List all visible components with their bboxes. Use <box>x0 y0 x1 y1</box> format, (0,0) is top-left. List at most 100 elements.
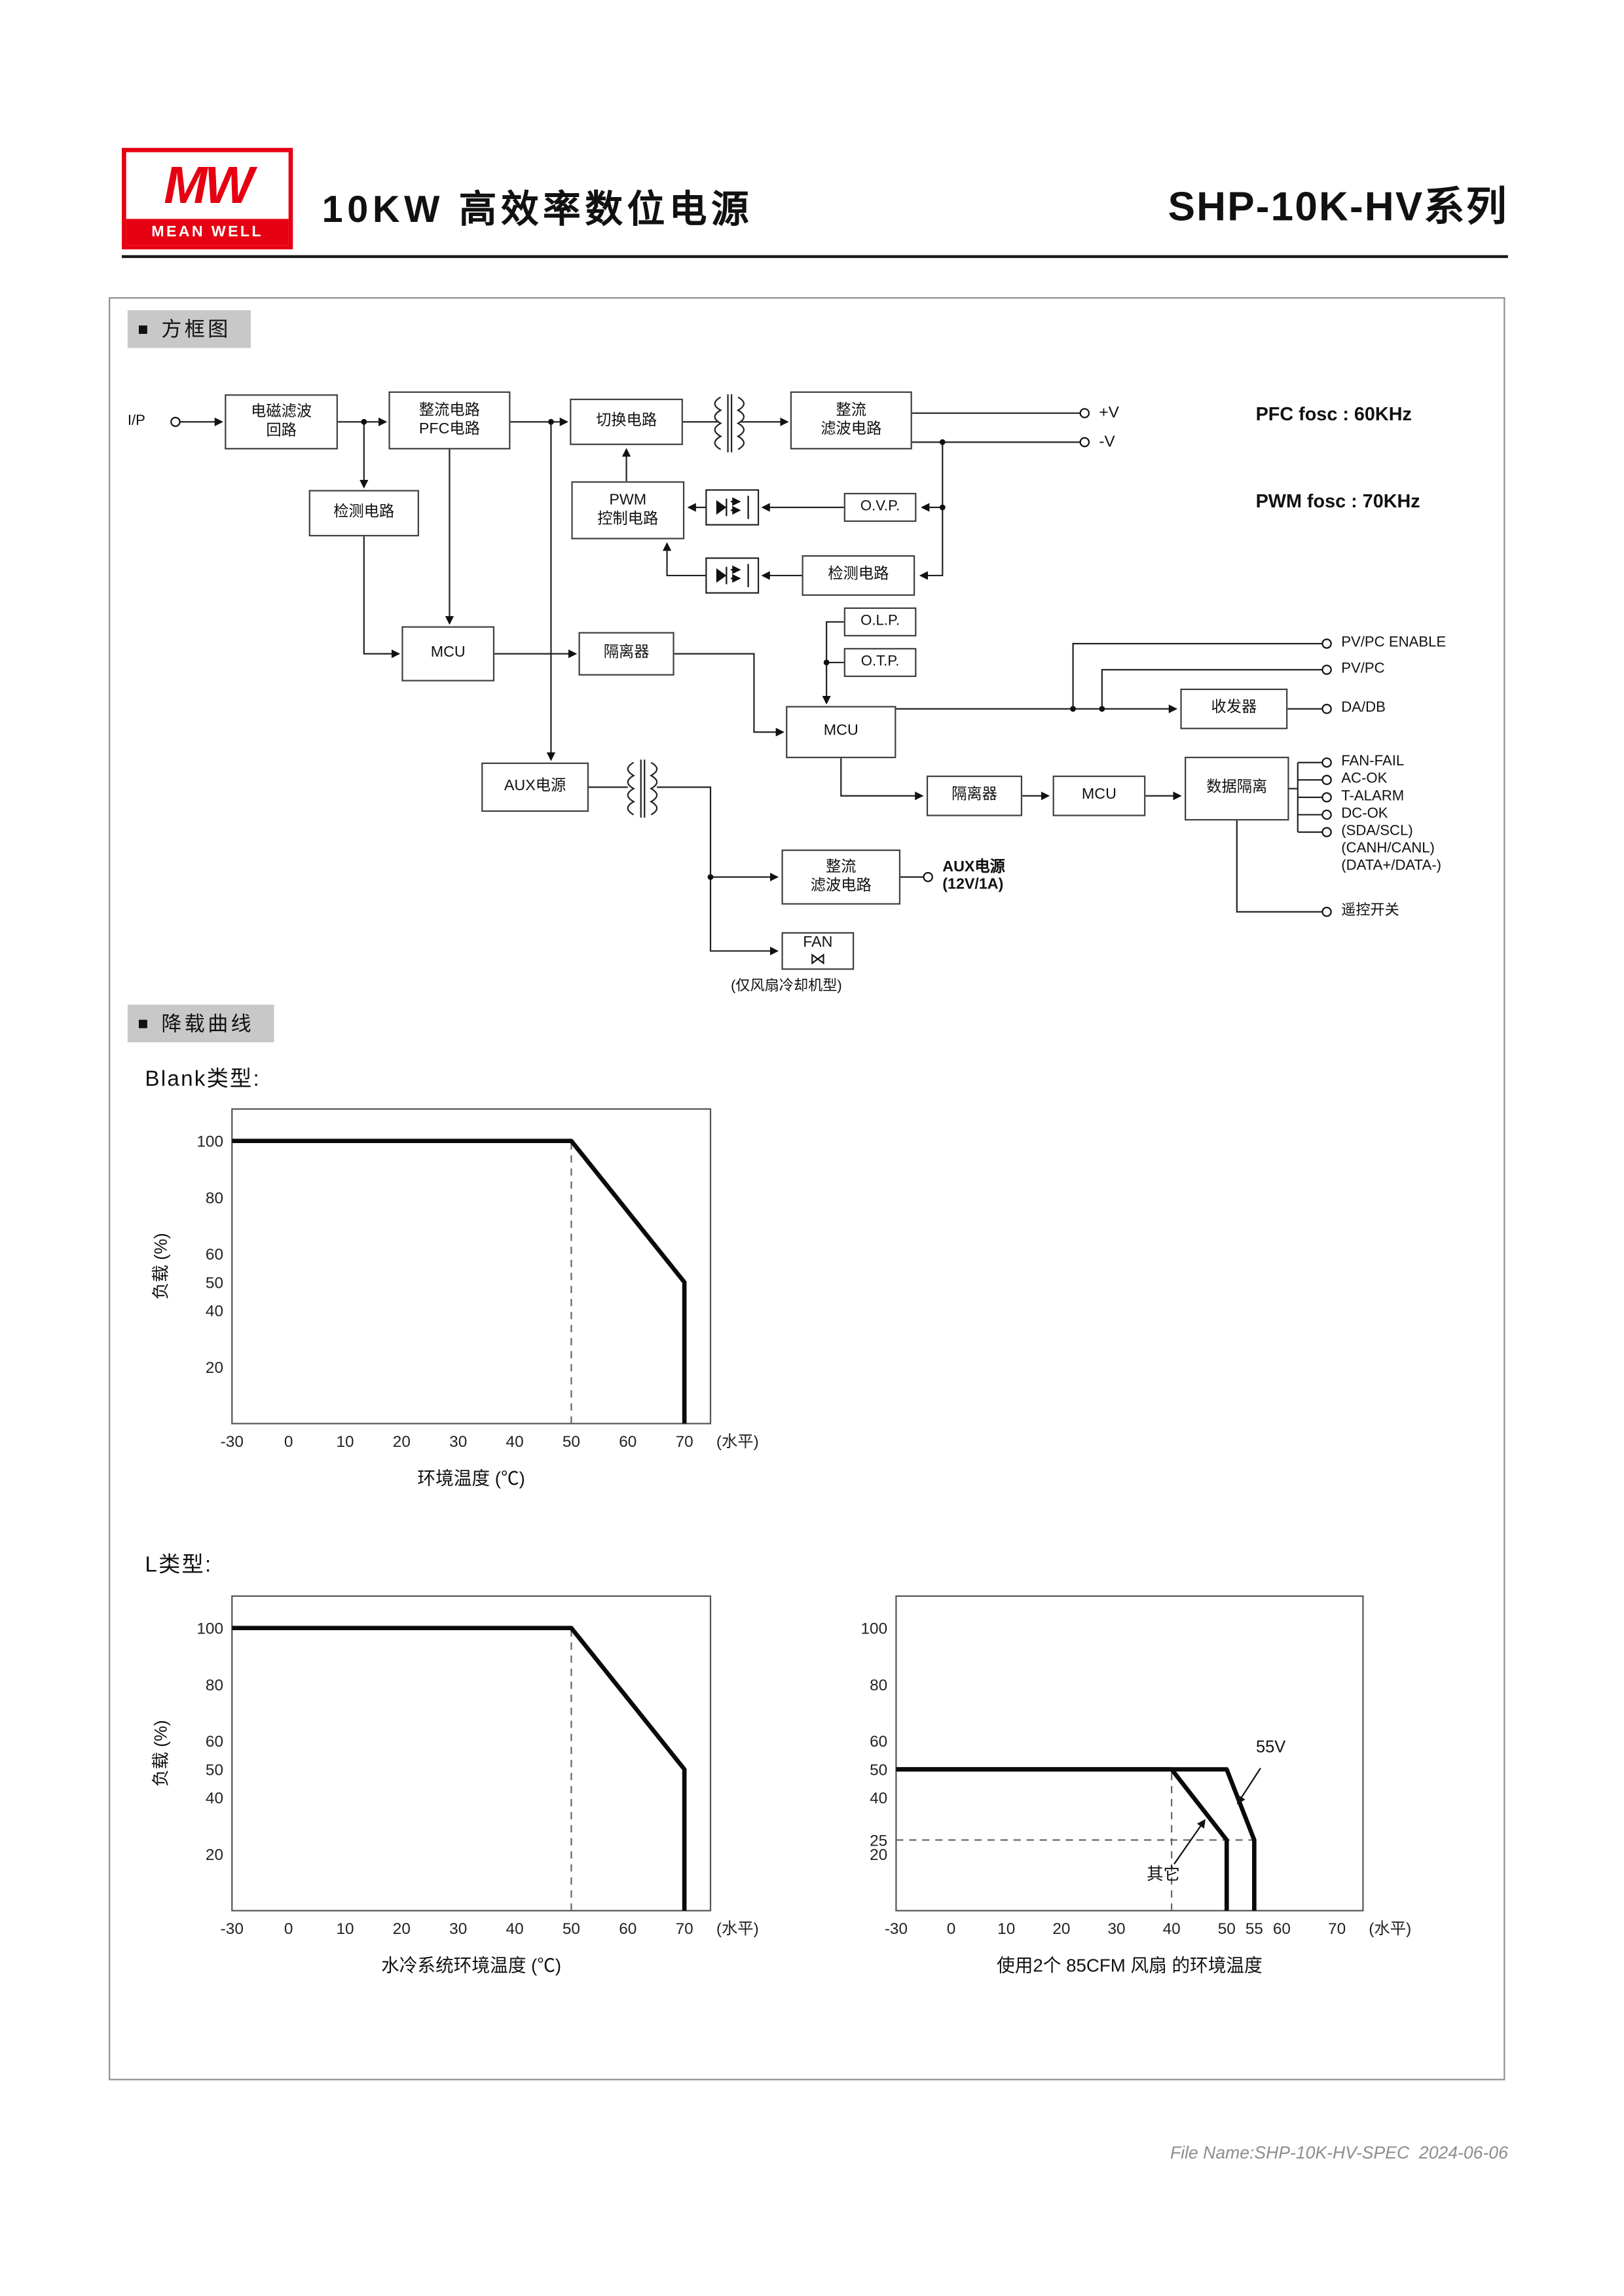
terminal-dc-ok-label: DC-OK <box>1341 806 1388 822</box>
block-olp: O.L.P. <box>843 607 917 637</box>
svg-text:50: 50 <box>206 1761 223 1779</box>
block-rectifier-filter-aux: 整流 滤波电路 <box>781 849 901 905</box>
svg-text:其它: 其它 <box>1147 1865 1180 1884</box>
block-isolator-1: 隔离器 <box>578 632 674 676</box>
svg-text:55V: 55V <box>1256 1738 1285 1757</box>
block-switching-circuit: 切换电路 <box>570 398 683 445</box>
l-type-label: L类型: <box>145 1552 213 1578</box>
svg-text:60: 60 <box>619 1920 637 1938</box>
junction-dots <box>361 418 1105 881</box>
terminal-pvpc-enable-label: PV/PC ENABLE <box>1341 634 1447 651</box>
svg-text:80: 80 <box>206 1190 223 1207</box>
svg-text:60: 60 <box>206 1733 223 1751</box>
terminal-dots <box>170 408 1332 917</box>
svg-text:30: 30 <box>449 1920 467 1938</box>
svg-text:20: 20 <box>1052 1920 1070 1938</box>
svg-text:20: 20 <box>206 1846 223 1864</box>
svg-text:0: 0 <box>947 1920 956 1938</box>
svg-text:水冷系统环境温度 (℃): 水冷系统环境温度 (℃) <box>381 1955 561 1975</box>
header-divider <box>121 255 1508 259</box>
terminal-v-minus-label: -V <box>1099 433 1115 451</box>
fan-note-label: (仅风扇冷却机型) <box>731 978 842 994</box>
block-mcu-3: MCU <box>1052 775 1146 816</box>
pfc-fosc-label: PFC fosc : 60KHz <box>1255 403 1412 425</box>
svg-text:0: 0 <box>284 1433 293 1451</box>
svg-text:-30: -30 <box>221 1920 244 1938</box>
svg-text:10: 10 <box>336 1433 354 1451</box>
svg-text:10: 10 <box>997 1920 1015 1938</box>
svg-text:100: 100 <box>196 1133 223 1150</box>
svg-text:负载 (%): 负载 (%) <box>151 1720 171 1787</box>
optocoupler-icon <box>705 557 760 594</box>
svg-text:100: 100 <box>196 1620 223 1637</box>
content-frame <box>109 297 1505 2081</box>
block-ovp: O.V.P. <box>843 492 917 522</box>
svg-text:负载 (%): 负载 (%) <box>151 1233 171 1300</box>
svg-text:70: 70 <box>676 1433 693 1451</box>
svg-text:55: 55 <box>1246 1920 1263 1938</box>
input-terminal-label: I/P <box>127 413 145 429</box>
blank-type-label: Blank类型: <box>145 1066 261 1092</box>
svg-text:(水平): (水平) <box>1369 1920 1411 1938</box>
section-derating: ■ 降载曲线 <box>127 1004 275 1043</box>
svg-text:0: 0 <box>284 1920 293 1938</box>
block-mcu-1: MCU <box>401 626 495 682</box>
block-diagram: 电磁滤波 回路 整流电路 PFC电路 切换电路 整流 滤波电路 检测电路 PWM… <box>116 331 1494 1012</box>
svg-text:-30: -30 <box>885 1920 908 1938</box>
svg-text:60: 60 <box>1273 1920 1291 1938</box>
svg-text:60: 60 <box>619 1433 637 1451</box>
block-isolator-2: 隔离器 <box>926 775 1023 816</box>
meanwell-logo: MW MEAN WELL <box>121 147 293 249</box>
svg-text:40: 40 <box>206 1303 223 1321</box>
svg-text:20: 20 <box>870 1846 887 1864</box>
svg-text:80: 80 <box>870 1677 887 1694</box>
fan-label: FAN <box>803 934 833 952</box>
terminal-fan-fail-label: FAN-FAIL <box>1341 754 1405 770</box>
fan-icon: ⋈ <box>809 951 826 968</box>
block-data-isolation: 数据隔离 <box>1185 756 1289 821</box>
oscillator-frequencies: PFC fosc : 60KHz PWM fosc : 70KHz <box>1256 342 1420 574</box>
svg-text:60: 60 <box>870 1733 887 1751</box>
svg-text:100: 100 <box>861 1620 888 1637</box>
page-title: 10KW 高效率数位电源 <box>322 187 754 231</box>
svg-text:50: 50 <box>1218 1920 1236 1938</box>
svg-text:(水平): (水平) <box>716 1433 759 1451</box>
svg-text:25: 25 <box>870 1832 887 1850</box>
block-detect-circuit-1: 检测电路 <box>308 490 419 537</box>
terminal-sda-scl-label: (SDA/SCL) <box>1341 823 1413 840</box>
terminal-t-alarm-label: T-ALARM <box>1341 788 1405 805</box>
terminal-dadb-label: DA/DB <box>1341 700 1386 716</box>
block-mcu-2: MCU <box>786 706 896 759</box>
block-aux-power: AUX电源 <box>481 762 589 812</box>
block-fan: FAN ⋈ <box>781 932 855 970</box>
terminal-data-label: (DATA+/DATA-) <box>1341 858 1441 875</box>
svg-text:40: 40 <box>870 1790 887 1808</box>
svg-text:40: 40 <box>206 1790 223 1808</box>
svg-text:10: 10 <box>336 1920 354 1938</box>
transformer-icon <box>714 394 745 452</box>
svg-text:50: 50 <box>870 1761 887 1779</box>
svg-text:20: 20 <box>206 1359 223 1377</box>
svg-text:50: 50 <box>563 1433 580 1451</box>
terminal-canh-canl-label: (CANH/CANL) <box>1341 841 1435 857</box>
logo-mw-icon: MW <box>164 155 253 215</box>
section-block-diagram: ■ 方框图 <box>127 310 251 348</box>
svg-text:50: 50 <box>563 1920 580 1938</box>
svg-text:60: 60 <box>206 1246 223 1264</box>
transformer-icon <box>627 759 658 818</box>
svg-text:40: 40 <box>1163 1920 1181 1938</box>
section-derating-label: 降载曲线 <box>161 1011 255 1035</box>
svg-text:20: 20 <box>393 1920 411 1938</box>
section-marker-icon: ■ <box>138 1013 151 1034</box>
svg-text:环境温度 (℃): 环境温度 (℃) <box>417 1468 525 1488</box>
svg-text:(水平): (水平) <box>716 1920 759 1938</box>
logo-wordmark: MEAN WELL <box>126 219 289 246</box>
block-transceiver: 收发器 <box>1180 688 1288 729</box>
svg-text:30: 30 <box>449 1433 467 1451</box>
svg-text:70: 70 <box>1328 1920 1346 1938</box>
block-otp: O.T.P. <box>843 647 917 678</box>
